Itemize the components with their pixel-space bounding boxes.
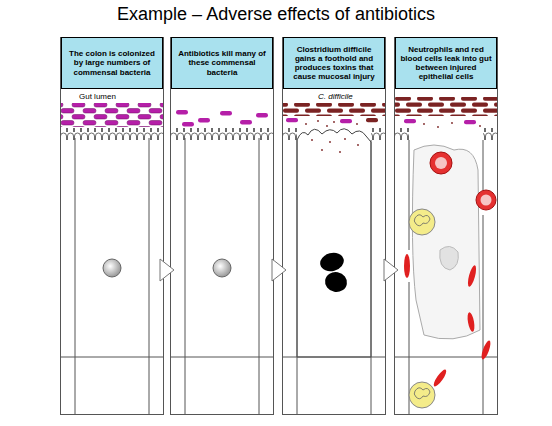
c-difficile-layer: [395, 97, 497, 116]
brush-border: [483, 128, 498, 140]
panel-box: Antibiotics kill many of these commensal…: [170, 37, 274, 415]
toxin-dot: [479, 125, 481, 127]
cell-nucleus: [103, 259, 121, 277]
cell-nucleus: [213, 259, 231, 277]
squeezed-red-cell: [404, 254, 410, 278]
toxin-dot: [437, 126, 439, 128]
region-label: Gut lumen: [79, 92, 116, 101]
toxin-dot: [321, 149, 323, 151]
toxin-dot: [423, 123, 425, 125]
c-difficile-layer: [283, 103, 385, 116]
c-difficile-rod: [366, 118, 378, 122]
panel-illustration: [282, 103, 386, 415]
toxin-dot: [305, 123, 307, 125]
neutrophil: [409, 209, 435, 235]
damaged-cell: [297, 129, 371, 357]
commensal-bacterium: [220, 111, 232, 116]
brush-border: [371, 128, 386, 140]
brush-border: [394, 128, 409, 140]
brush-border: [60, 128, 164, 140]
toxin-dot: [326, 125, 328, 127]
commensal-bacterium: [286, 118, 298, 122]
bacteria-layer: [61, 103, 163, 127]
red-blood-cell: [430, 152, 452, 174]
commensal-bacterium: [240, 120, 252, 125]
panel-illustration: [60, 103, 164, 415]
commensal-bacterium: [256, 113, 268, 118]
red-blood-cell-center: [435, 157, 447, 169]
cell-wall: [259, 138, 260, 415]
squeezed-red-cell: [466, 265, 477, 288]
cell-wall: [297, 140, 298, 415]
basal-line: [60, 357, 164, 358]
neutrophil: [409, 382, 435, 408]
pyknotic-nucleus: [323, 270, 348, 294]
toxin-dot: [317, 120, 319, 122]
toxin-dots: [305, 120, 359, 153]
cell-wall: [483, 140, 484, 190]
brush-border: [282, 128, 297, 140]
basal-line: [282, 357, 386, 358]
pyknotic-nucleus: [318, 250, 346, 274]
cell-wall: [409, 140, 410, 250]
panel-illustration: [394, 97, 498, 415]
cell-wall: [75, 138, 76, 415]
red-blood-cell: [430, 152, 452, 174]
squeezed-red-cell: [466, 312, 475, 333]
organism-label: C. difficile: [318, 92, 353, 101]
toxin-dot: [311, 139, 313, 141]
toxin-dot: [329, 141, 331, 143]
neutrophil-nucleus: [414, 215, 430, 226]
cell-wall: [149, 138, 150, 415]
cell-wall: [371, 140, 372, 415]
neutrophil: [409, 209, 435, 235]
step-header: Antibiotics kill many of these commensal…: [171, 37, 273, 89]
injured-cell: [412, 145, 480, 339]
red-blood-cell: [476, 190, 496, 210]
toxin-dot: [333, 121, 335, 123]
squeezed-red-cell: [480, 340, 492, 361]
step-header: Neutrophils and red blood cells leak int…: [395, 37, 497, 89]
step-arrow: [274, 270, 282, 271]
toxin-dot: [357, 144, 359, 146]
commensal-bacterium: [404, 119, 416, 123]
red-blood-cell: [476, 190, 496, 210]
commensal-bacterium: [176, 110, 188, 115]
neutrophil-nucleus: [414, 388, 430, 399]
cell-wall: [483, 215, 484, 415]
basal-line: [170, 357, 274, 358]
toxin-dot: [339, 151, 341, 153]
brush-border: [170, 128, 274, 140]
toxin-dot: [451, 122, 453, 124]
panel-box: Neutrophils and red blood cells leak int…: [394, 37, 498, 415]
step-header: The colon is colonized by large numbers …: [61, 37, 163, 89]
toxin-dot: [344, 138, 346, 140]
squeezed-red-cell: [432, 368, 448, 388]
diagram-title: Example – Adverse effects of antibiotics: [0, 4, 552, 25]
red-blood-cell-center: [481, 195, 492, 206]
toxin-dots: [423, 122, 481, 128]
commensal-bacterium: [198, 118, 210, 123]
commensal-bacterium: [340, 119, 352, 123]
faded-nucleus: [440, 246, 459, 270]
panel-illustration: [170, 110, 274, 415]
commensal-bacterium: [182, 122, 194, 127]
cell-wall: [185, 138, 186, 415]
step-arrow: [386, 270, 394, 271]
toxin-dot: [356, 123, 358, 125]
step-header: Clostridium difficile gains a foothold a…: [283, 37, 385, 89]
commensal-bacterium: [464, 120, 476, 124]
neutrophil: [409, 382, 435, 408]
